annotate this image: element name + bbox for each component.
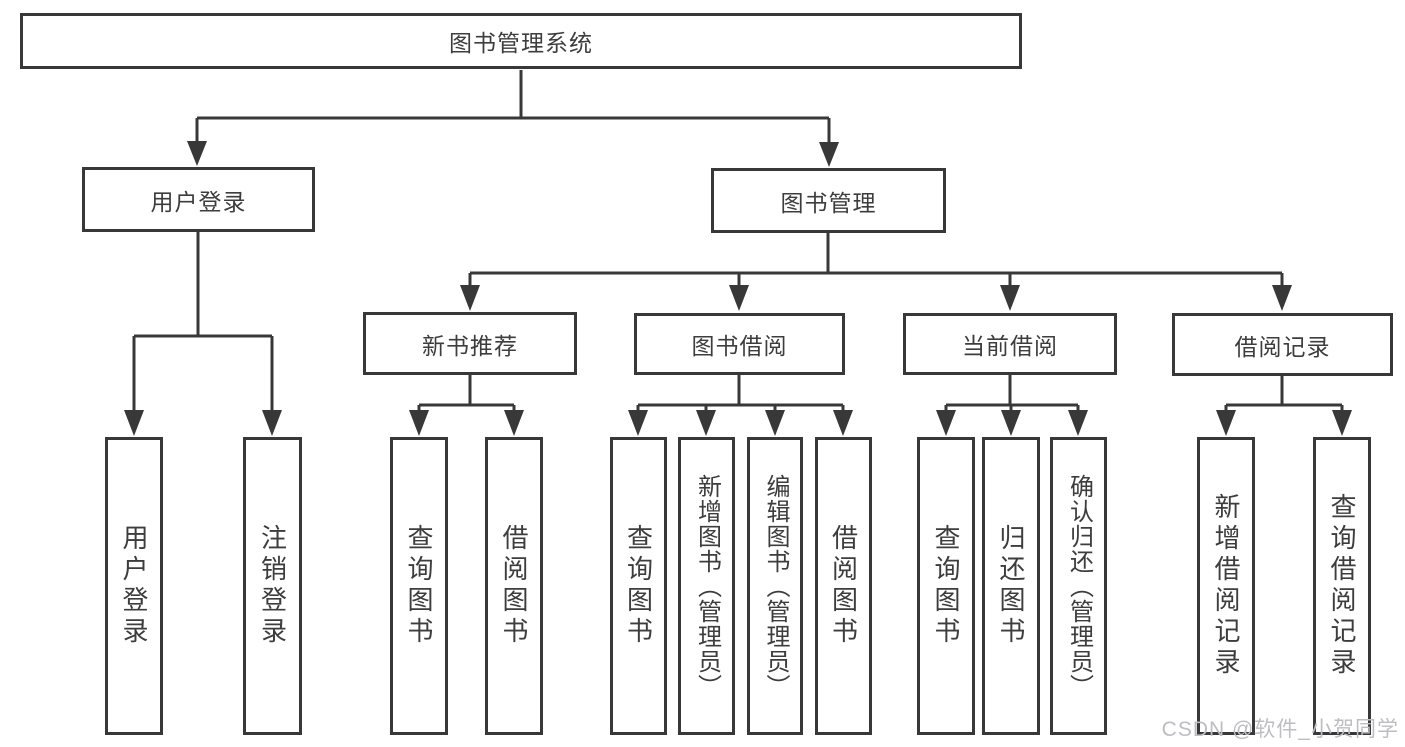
connector-root — [187, 70, 839, 167]
leaf-query-books-current: 查询图书 — [917, 437, 975, 735]
connector-borrow-record — [1216, 376, 1352, 436]
connector-book-borrow — [628, 375, 853, 436]
node-borrow-record-label: 借阅记录 — [1234, 333, 1331, 360]
leaf-confirm-return-admin: 确认归还（管理员） — [1050, 437, 1107, 735]
node-root-label: 图书管理系统 — [449, 30, 593, 56]
node-borrow-record: 借阅记录 — [1172, 313, 1393, 376]
leaf-query-borrow-record-label: 查询借阅记录 — [1327, 493, 1357, 679]
leaf-add-books-admin-label: 新增图书（管理员） — [693, 473, 721, 699]
leaf-logout-label: 注销登录 — [257, 524, 288, 648]
node-root: 图书管理系统 — [20, 13, 1022, 69]
node-new-book-recommend: 新书推荐 — [363, 312, 577, 375]
leaf-edit-books-admin: 编辑图书（管理员） — [747, 437, 803, 735]
leaf-query-books-recommend-label: 查询图书 — [404, 524, 434, 648]
node-current-borrow-label: 当前借阅 — [962, 333, 1058, 359]
leaf-borrow-books-recommend: 借阅图书 — [485, 437, 543, 735]
connector-book-management — [460, 233, 1292, 311]
leaf-query-borrow-record: 查询借阅记录 — [1313, 437, 1371, 735]
node-book-management-label: 图书管理 — [780, 189, 877, 216]
leaf-query-books-borrow: 查询图书 — [610, 437, 667, 735]
leaf-add-books-admin: 新增图书（管理员） — [678, 437, 735, 735]
leaf-user-login-label: 用户登录 — [119, 524, 149, 648]
leaf-user-login: 用户登录 — [105, 437, 163, 735]
leaf-query-books-borrow-label: 查询图书 — [623, 524, 654, 648]
node-current-borrow: 当前借阅 — [903, 313, 1117, 375]
leaf-logout: 注销登录 — [243, 437, 302, 735]
node-book-borrow-label: 图书借阅 — [691, 333, 788, 359]
leaf-return-books-label: 归还图书 — [996, 524, 1026, 648]
leaf-edit-books-admin-label: 编辑图书（管理员） — [762, 473, 789, 699]
node-new-book-recommend-label: 新书推荐 — [422, 332, 518, 359]
node-book-management: 图书管理 — [711, 168, 946, 233]
leaf-query-books-current-label: 查询图书 — [931, 524, 961, 648]
leaf-add-borrow-record: 新增借阅记录 — [1197, 437, 1255, 735]
node-user-login-label: 用户登录 — [150, 188, 247, 215]
node-user-login: 用户登录 — [82, 167, 315, 232]
leaf-confirm-return-admin-label: 确认归还（管理员） — [1065, 473, 1093, 699]
leaf-borrow-books-label: 借阅图书 — [828, 524, 859, 648]
csdn-watermark: CSDN @软件_小贺同学 — [1161, 718, 1399, 741]
leaf-return-books: 归还图书 — [982, 437, 1040, 735]
leaf-add-borrow-record-label: 新增借阅记录 — [1211, 493, 1241, 679]
node-book-borrow: 图书借阅 — [634, 313, 845, 375]
connector-user-login — [124, 232, 282, 436]
leaf-query-books-recommend: 查询图书 — [390, 437, 448, 735]
connector-new-book-recommend — [409, 375, 524, 436]
leaf-borrow-books-recommend-label: 借阅图书 — [499, 524, 529, 648]
leaf-borrow-books: 借阅图书 — [815, 437, 872, 735]
connector-current-borrow — [936, 375, 1088, 436]
